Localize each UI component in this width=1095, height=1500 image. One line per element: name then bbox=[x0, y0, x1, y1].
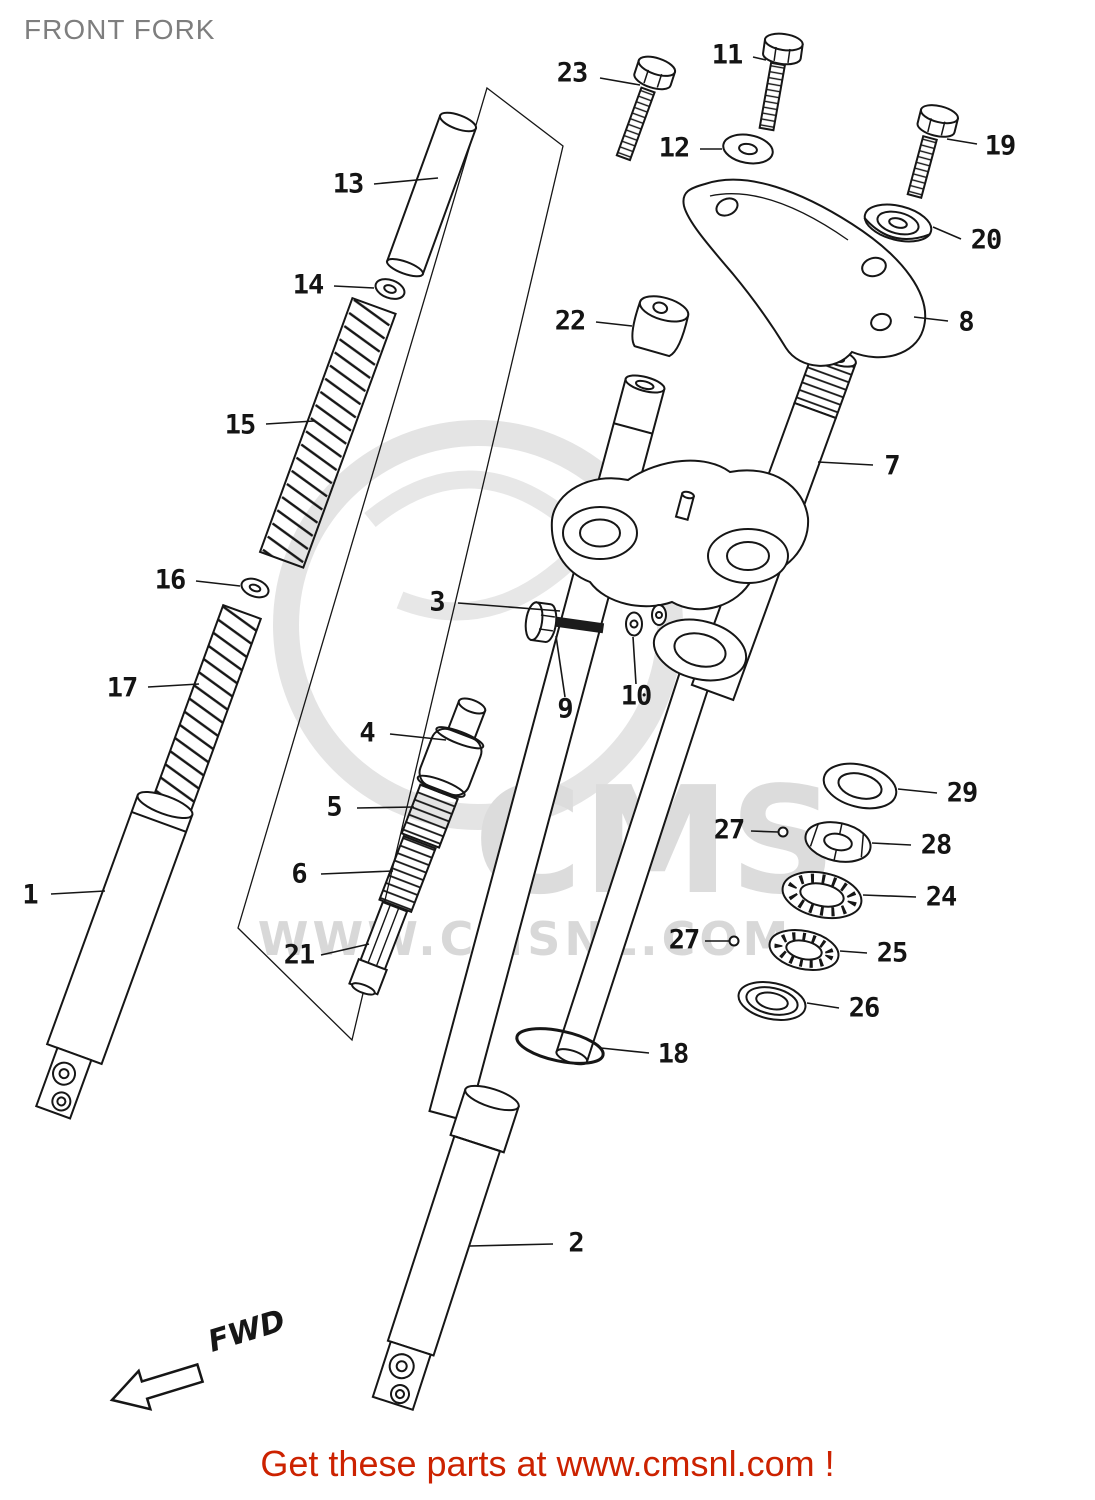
part-label-2: 2 bbox=[568, 1227, 584, 1259]
part-label-12: 12 bbox=[658, 132, 691, 164]
bearing-cone bbox=[652, 618, 748, 682]
part-14-washer bbox=[374, 278, 406, 300]
part-label-19: 19 bbox=[984, 130, 1017, 162]
part-label-28: 28 bbox=[920, 829, 953, 861]
part-28-stem-nut bbox=[804, 821, 872, 863]
fwd-label: FWD bbox=[204, 1303, 289, 1359]
part-label-21: 21 bbox=[283, 939, 316, 971]
part-13-spacer-tube bbox=[385, 111, 478, 278]
part-8-handle-bracket bbox=[682, 178, 927, 367]
part-label-7: 7 bbox=[884, 450, 900, 482]
part-label-9: 9 bbox=[557, 693, 573, 725]
part-15-spring bbox=[258, 296, 397, 569]
part-27-steel-ball-a bbox=[777, 826, 789, 838]
part-11-bolt bbox=[758, 30, 805, 132]
part-27-steel-ball-b bbox=[728, 935, 740, 947]
part-26-dust-seal bbox=[737, 981, 807, 1021]
part-22-cap bbox=[631, 295, 690, 358]
part-19-bolt bbox=[906, 100, 961, 199]
part-label-25: 25 bbox=[876, 937, 909, 969]
part-label-24: 24 bbox=[925, 881, 958, 913]
watermark-text-url: WWW.CMSNL.COM bbox=[258, 912, 793, 966]
part-label-17: 17 bbox=[106, 672, 139, 704]
part-24-bearing-race-upper bbox=[781, 870, 863, 920]
part-label-29: 29 bbox=[946, 777, 979, 809]
part-label-20: 20 bbox=[970, 224, 1003, 256]
part-23-bolt bbox=[615, 51, 679, 162]
part-label-1: 1 bbox=[22, 879, 38, 911]
part-label-27a: 27 bbox=[713, 814, 746, 846]
part-label-4: 4 bbox=[359, 717, 375, 749]
part-1-damper-unit bbox=[34, 790, 194, 1120]
part-20-mount-damper bbox=[863, 203, 933, 243]
leader-lines bbox=[50, 56, 978, 1247]
part-label-22: 22 bbox=[554, 305, 587, 337]
fwd-arrow: FWD bbox=[109, 1303, 289, 1411]
part-label-18: 18 bbox=[657, 1038, 690, 1070]
part-4-5-6-21-damper-rod bbox=[348, 697, 487, 996]
part-label-15: 15 bbox=[224, 409, 257, 441]
part-9-pinch-bolt bbox=[522, 600, 605, 645]
steering-crown bbox=[550, 459, 810, 626]
part-label-16: 16 bbox=[154, 564, 187, 596]
part-12-washer bbox=[722, 133, 774, 165]
part-label-27b: 27 bbox=[668, 924, 701, 956]
part-label-10: 10 bbox=[620, 680, 653, 712]
part-10-washer bbox=[625, 611, 643, 637]
part-label-11: 11 bbox=[711, 39, 744, 71]
part-label-23: 23 bbox=[556, 57, 589, 89]
part-2-lower-fork-leg bbox=[371, 1084, 520, 1412]
part-label-6: 6 bbox=[291, 858, 307, 890]
part-label-26: 26 bbox=[848, 992, 881, 1024]
page-title: FRONT FORK bbox=[24, 14, 216, 45]
part-29-washer bbox=[822, 762, 898, 810]
part-label-14: 14 bbox=[292, 269, 325, 301]
part-label-3: 3 bbox=[429, 586, 445, 618]
part-18-stopper-ring bbox=[515, 1027, 605, 1065]
part-label-5: 5 bbox=[326, 791, 342, 823]
subassembly-outline bbox=[237, 86, 564, 1042]
part-label-8: 8 bbox=[958, 306, 974, 338]
fork-diagram: FWD bbox=[34, 30, 978, 1412]
part-label-13: 13 bbox=[332, 168, 365, 200]
footer-promo-text: Get these parts at www.cmsnl.com ! bbox=[260, 1443, 835, 1484]
part-16-washer bbox=[240, 577, 270, 599]
part-25-bearing-race-lower bbox=[768, 929, 840, 971]
